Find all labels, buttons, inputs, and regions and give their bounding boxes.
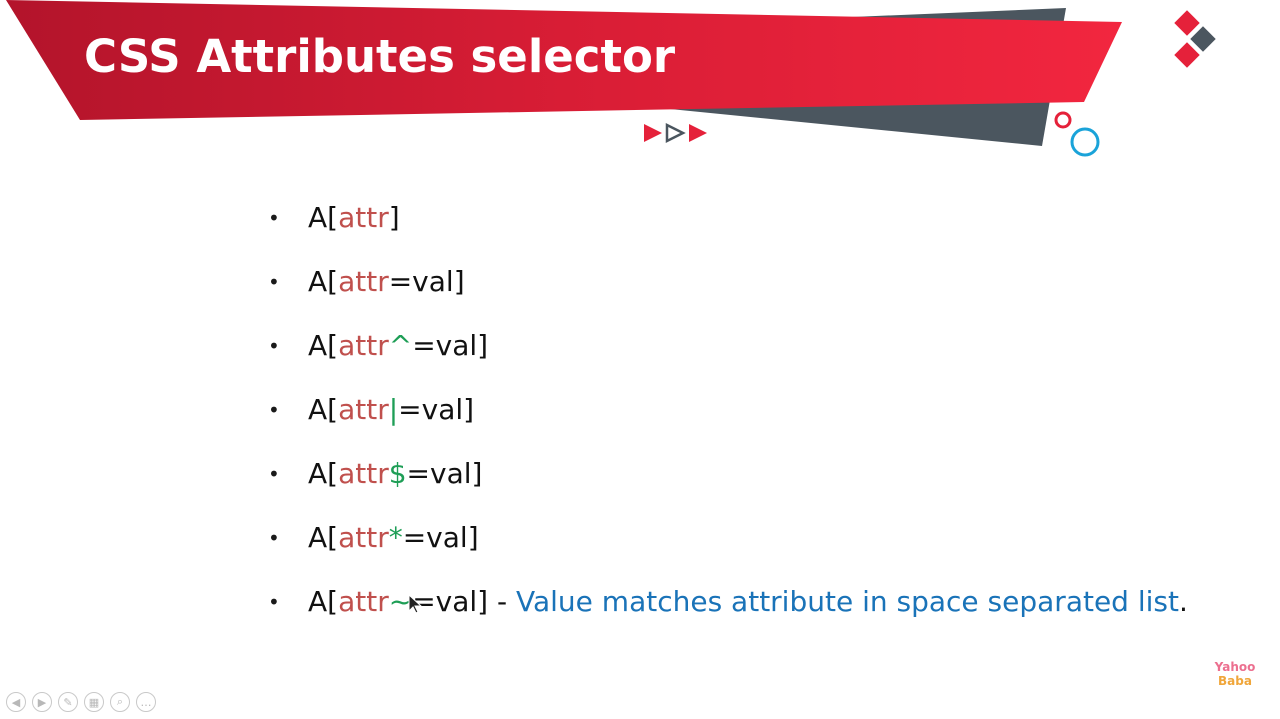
slide-title: CSS Attributes selector — [84, 30, 676, 83]
bullet-icon: • — [268, 590, 280, 614]
bullet-icon: • — [268, 462, 280, 486]
selector-list: •A[attr] •A[attr=val] •A[attr^=val] •A[a… — [268, 192, 1188, 640]
slides-grid-icon[interactable]: ▦ — [84, 692, 104, 712]
small-red-circle-icon — [1054, 111, 1072, 129]
watermark-line-2: Baba — [1218, 674, 1252, 688]
next-slide-icon[interactable]: ▶ — [32, 692, 52, 712]
selector-prefix: A[ — [308, 329, 339, 362]
list-item: • A[attr=val] — [268, 256, 1188, 320]
bullet-icon: • — [268, 526, 280, 550]
selector-attr: attr — [338, 201, 389, 234]
list-item: • A[attr] — [268, 192, 1188, 256]
watermark-logo: Yahoo Baba — [1214, 660, 1256, 688]
selector-prefix: A[ — [308, 521, 339, 554]
blue-circle-icon — [1070, 127, 1100, 157]
list-item: • A[attr$=val] — [268, 448, 1188, 512]
bullet-icon: • — [268, 270, 280, 294]
selector-attr: attr — [338, 521, 389, 554]
selector-prefix: A[ — [308, 201, 339, 234]
selector-suffix: =val] — [406, 457, 483, 490]
selector-description: Value matches attribute in space separat… — [516, 585, 1179, 618]
bullet-icon: • — [268, 206, 280, 230]
selector-suffix: =val] — [412, 329, 489, 362]
watermark-line-1: Yahoo — [1214, 660, 1256, 674]
selector-suffix: ] — [388, 201, 400, 234]
presentation-controls: ◀ ▶ ✎ ▦ ⌕ … — [6, 692, 156, 712]
selector-attr: attr — [338, 585, 389, 618]
selector-prefix: A[ — [308, 457, 339, 490]
selector-suffix: =val] — [402, 521, 479, 554]
selector-suffix: =val] — [412, 585, 489, 618]
pen-icon[interactable]: ✎ — [58, 692, 78, 712]
selector-attr: attr — [338, 329, 389, 362]
description-separator: - — [488, 585, 516, 618]
selector-operator: $ — [388, 457, 407, 490]
selector-operator: ^ — [388, 329, 413, 362]
bullet-icon: • — [268, 398, 280, 422]
banner-red-shape — [6, 0, 1122, 120]
list-item: • A[attr|=val] — [268, 384, 1188, 448]
selector-prefix: A[ — [308, 265, 339, 298]
bullet-icon: • — [268, 334, 280, 358]
selector-prefix: A[ — [308, 585, 339, 618]
selector-operator: ~ — [388, 585, 413, 618]
selector-attr: attr — [338, 265, 389, 298]
previous-slide-icon[interactable]: ◀ — [6, 692, 26, 712]
selector-suffix: =val] — [398, 393, 475, 426]
zoom-icon[interactable]: ⌕ — [110, 692, 130, 712]
mouse-cursor-icon — [408, 594, 423, 614]
list-item: • A[attr*=val] — [268, 512, 1188, 576]
more-options-icon[interactable]: … — [136, 692, 156, 712]
play-arrows-icon — [644, 122, 707, 144]
description-period: . — [1178, 585, 1188, 618]
diamond-logo-icon — [1174, 10, 1216, 68]
selector-suffix: =val] — [388, 265, 465, 298]
selector-operator: | — [388, 393, 399, 426]
list-item: • A[attr~=val] - Value matches attribute … — [268, 576, 1188, 640]
title-banner-graphic — [6, 0, 1216, 157]
selector-operator: * — [388, 521, 403, 554]
selector-attr: attr — [338, 457, 389, 490]
selector-prefix: A[ — [308, 393, 339, 426]
selector-attr: attr — [338, 393, 389, 426]
list-item: • A[attr^=val] — [268, 320, 1188, 384]
